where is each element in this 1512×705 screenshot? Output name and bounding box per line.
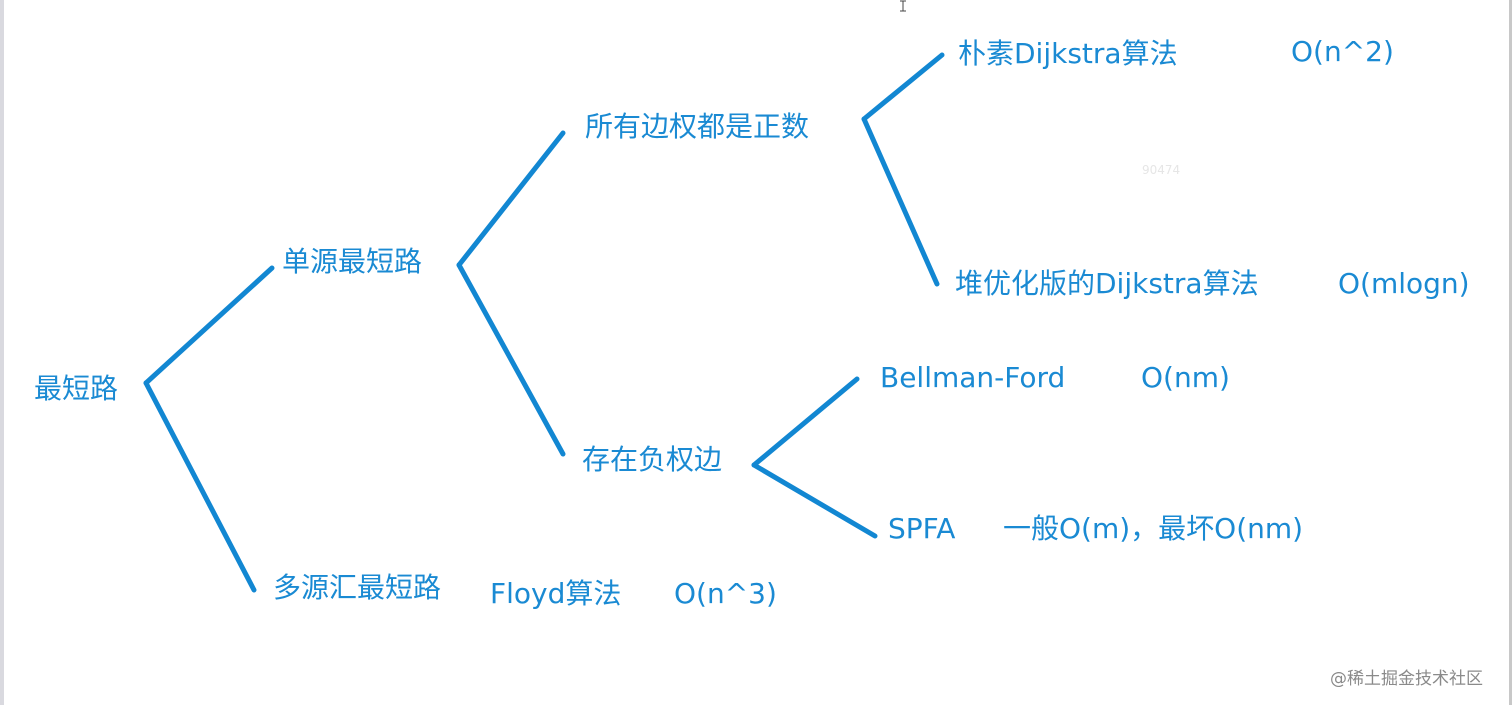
edge-negative-to-spfa [751,462,878,539]
node-all-positive-weights: 所有边权都是正数 [585,110,810,143]
node-bellman-ford: Bellman-Ford [880,361,1066,394]
edge-negative-to-bellman [751,376,860,468]
edge-positive-to-heap [861,116,940,287]
node-naive-dijkstra-complexity: O(n^2) [1291,35,1394,68]
node-heap-dijkstra: 堆优化版的Dijkstra算法 [955,267,1259,300]
node-multi-source: 多源汇最短路 [273,571,442,604]
node-floyd-complexity: O(n^3) [674,577,777,610]
text-cursor-icon [900,0,906,12]
node-negative-edges: 存在负权边 [582,443,723,476]
footer-watermark: @稀土掘金技术社区 [1330,669,1483,689]
node-bellman-ford-complexity: O(nm) [1141,361,1230,394]
edge-single-to-negative [456,262,566,457]
node-shortest-path: 最短路 [34,372,119,405]
node-naive-dijkstra: 朴素Dijkstra算法 [958,37,1178,70]
node-single-source: 单源最短路 [282,245,423,278]
right-window-edge [1509,0,1512,705]
edge-positive-to-naive [861,52,945,122]
edge-root-to-single-source [143,265,275,386]
edge-single-to-positive [456,130,566,268]
edge-root-to-multi-source [143,380,257,593]
left-window-edge [0,0,4,705]
node-floyd: Floyd算法 [490,577,622,610]
faint-number: 90474 [1142,163,1181,177]
node-heap-dijkstra-complexity: O(mlogn) [1338,267,1470,300]
node-spfa-complexity: 一般O(m)，最坏O(nm) [1003,512,1304,545]
node-spfa: SPFA [888,512,956,545]
